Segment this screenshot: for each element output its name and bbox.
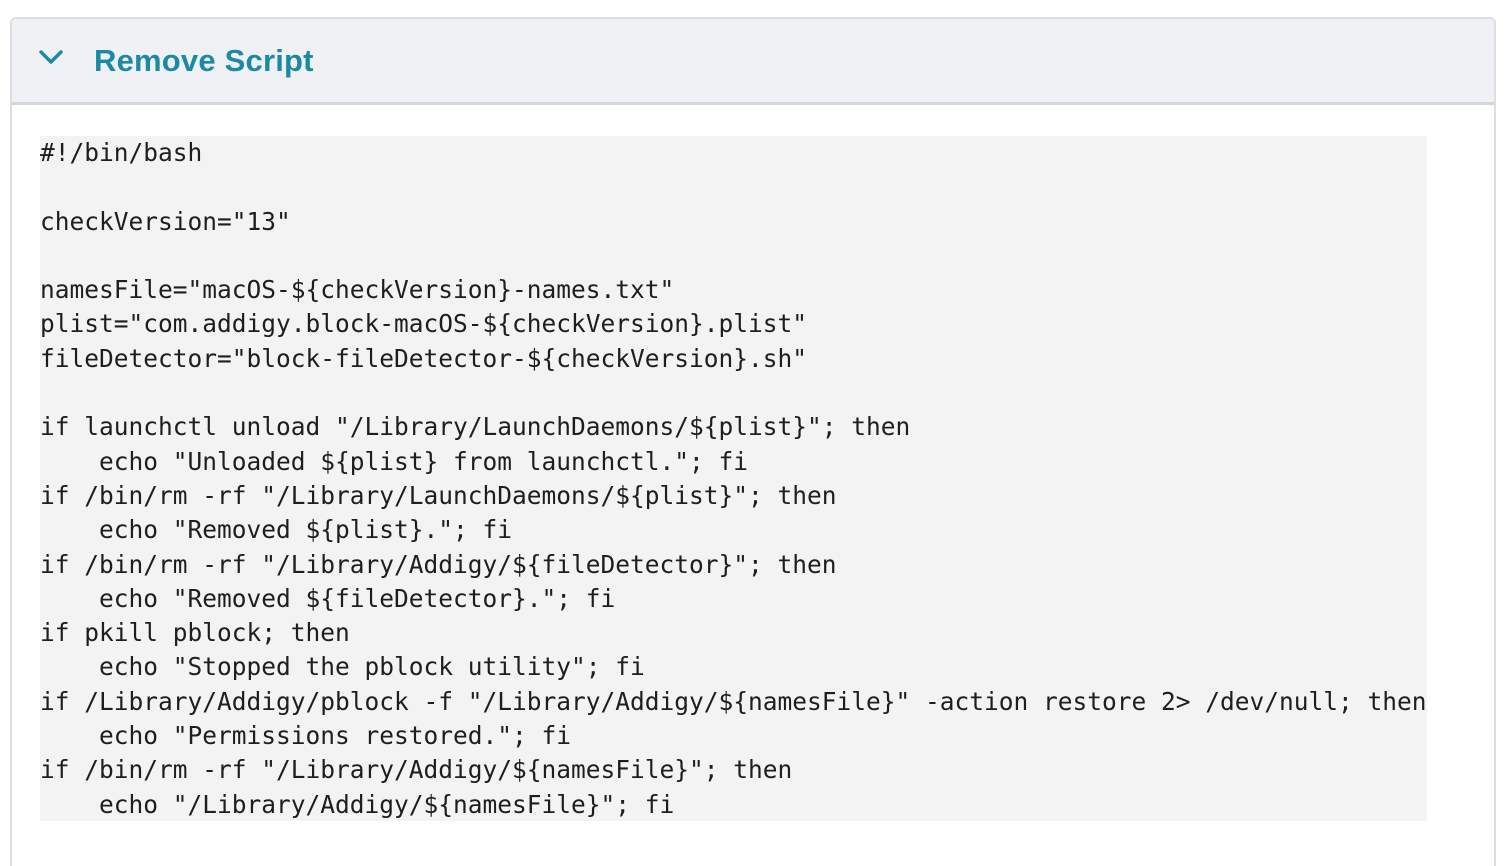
- code-line: if /bin/rm -rf "/Library/Addigy/${namesF…: [40, 755, 793, 785]
- code-line: echo "Stopped the pblock utility"; fi: [40, 652, 645, 682]
- code-line: [40, 170, 1427, 204]
- code-line: echo "Removed ${fileDetector}."; fi: [40, 583, 616, 613]
- code-line: echo "/Library/Addigy/${namesFile}"; fi: [40, 789, 675, 819]
- code-line: if /Library/Addigy/pblock -f "/Library/A…: [40, 686, 1427, 716]
- code-line: echo "Permissions restored."; fi: [40, 721, 572, 751]
- code-line: checkVersion="13": [40, 206, 291, 236]
- code-line: #!/bin/bash: [40, 138, 203, 167]
- code-line: if /bin/rm -rf "/Library/Addigy/${fileDe…: [40, 549, 837, 579]
- code-line: echo "Removed ${plist}."; fi: [40, 515, 513, 545]
- panel-title[interactable]: Remove Script: [94, 42, 314, 78]
- code-line: namesFile="macOS-${checkVersion}-names.t…: [40, 275, 675, 305]
- code-line: plist="com.addigy.block-macOS-${checkVer…: [40, 309, 808, 339]
- code-line: echo "Unloaded ${plist} from launchctl."…: [40, 446, 749, 476]
- code-line: [40, 376, 1427, 410]
- code-line: fileDetector="block-fileDetector-${check…: [40, 343, 808, 373]
- code-line: if /bin/rm -rf "/Library/LaunchDaemons/$…: [40, 480, 837, 510]
- code-block: #!/bin/bash checkVersion="13" namesFile="m…: [40, 136, 1427, 821]
- panel-header[interactable]: Remove Script: [12, 19, 1494, 105]
- code-line: if pkill pblock; then: [40, 618, 350, 648]
- remove-script-panel: Remove Script #!/bin/bash checkVersion="1…: [10, 17, 1496, 866]
- code-line: [40, 239, 1427, 273]
- chevron-down-icon[interactable]: [38, 44, 64, 70]
- code-line: if launchctl unload "/Library/LaunchDaem…: [40, 412, 911, 442]
